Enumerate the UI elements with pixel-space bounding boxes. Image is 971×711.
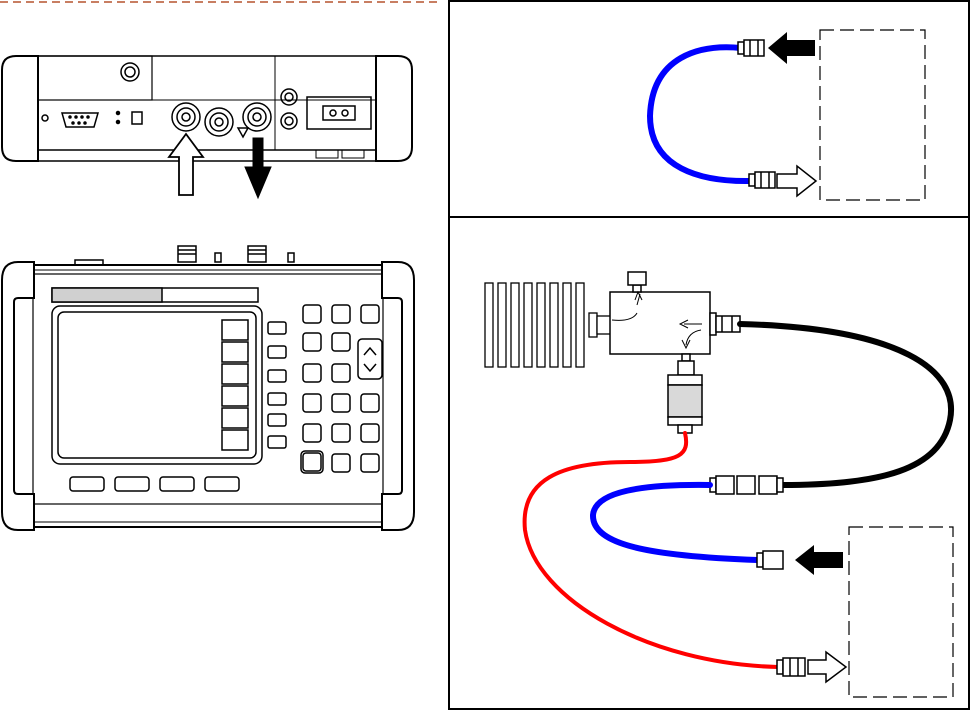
arrow-in-icon: [777, 166, 816, 196]
blue-cable-direct: [650, 47, 751, 181]
high-power-setup: [485, 272, 953, 697]
arrow-in-icon: [808, 652, 846, 682]
coupler-icon: [610, 272, 740, 375]
black-cable: [740, 324, 951, 485]
direct-connection-panel: [449, 1, 969, 217]
blue-cable-high: [593, 485, 757, 560]
attenuator-icon: [668, 375, 702, 433]
triple-adapter: [710, 476, 783, 494]
direct-connection-setup: [650, 30, 925, 200]
dut-box-icon: [849, 527, 953, 697]
arrow-out-icon: [768, 32, 815, 64]
device-front-view: [2, 246, 414, 530]
arrow-out-icon: [795, 545, 843, 575]
dut-box-icon: [820, 30, 925, 200]
heatsink-load-icon: [485, 283, 611, 367]
device-top-view: [2, 56, 412, 161]
